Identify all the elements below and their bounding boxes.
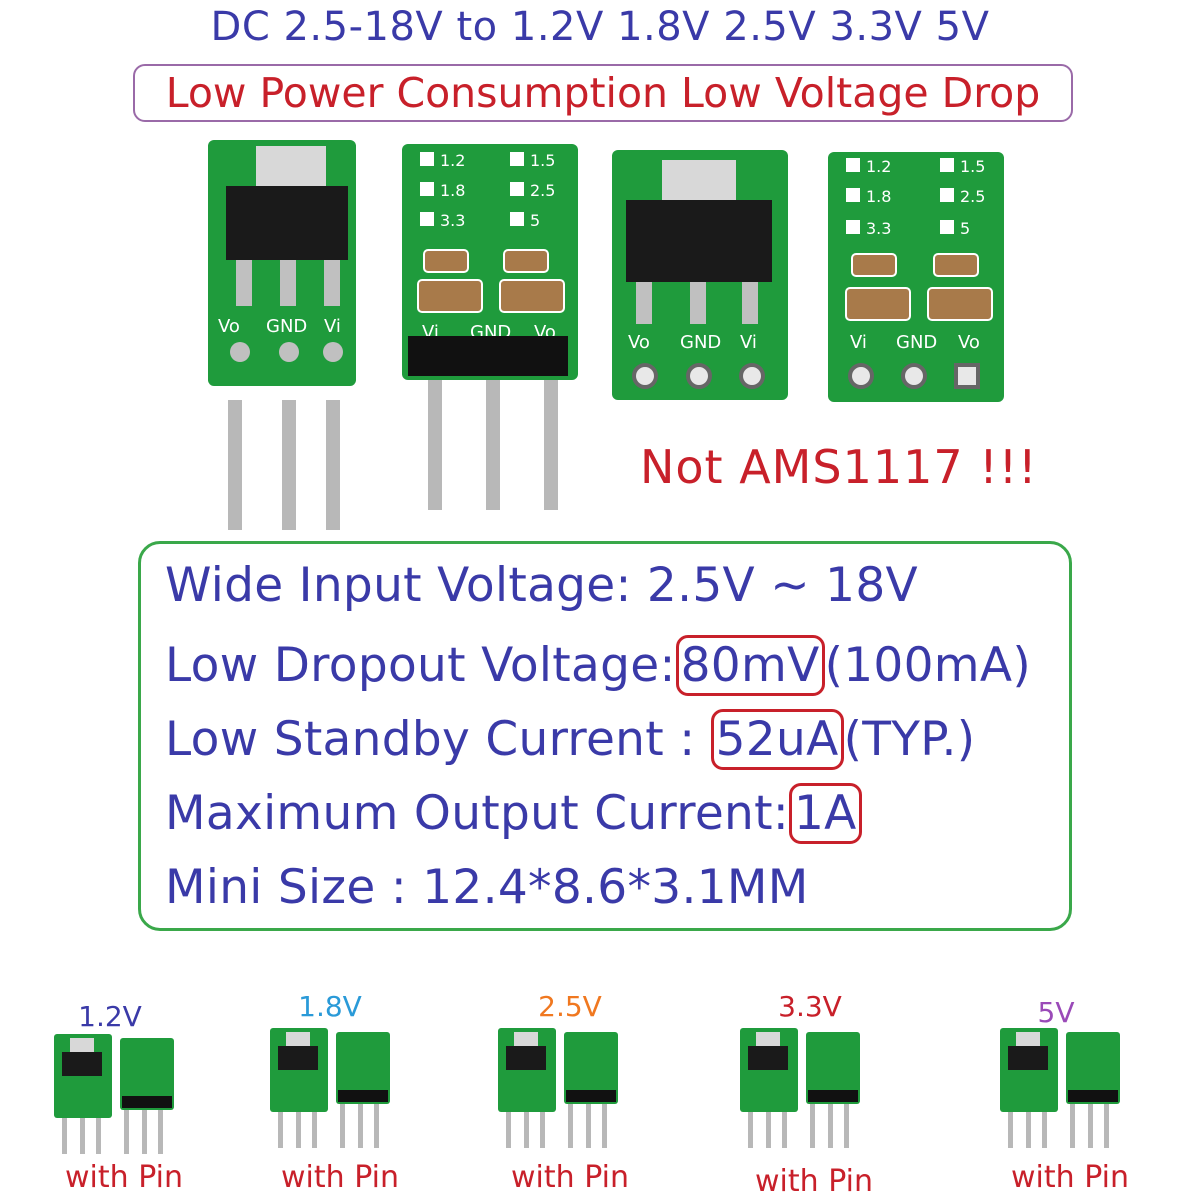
- highlight-52ua: 52uA: [710, 709, 844, 770]
- board-back-with-pins: 1.2 1.5 1.8 2.5 3.3 5 Vi GND Vo: [402, 144, 578, 510]
- svg-text:GND: GND: [896, 332, 937, 353]
- spec-size: Mini Size : 12.4*8.6*3.1MM: [165, 860, 809, 915]
- svg-text:Vi: Vi: [740, 332, 757, 353]
- subtitle-banner: Low Power Consumption Low Voltage Drop: [133, 64, 1073, 122]
- highlight-1a: 1A: [788, 783, 862, 844]
- svg-text:1.8: 1.8: [866, 187, 891, 206]
- svg-text:5: 5: [960, 219, 970, 238]
- svg-text:Vo: Vo: [958, 332, 980, 353]
- variant-voltage: 1.2V: [78, 1000, 142, 1033]
- variant-voltage: 3.3V: [778, 990, 842, 1023]
- board-back-no-pins: 1.2 1.5 1.8 2.5 3.3 5 Vi GND Vo: [828, 152, 1004, 402]
- board-front-no-pins: Vo GND Vi: [612, 150, 788, 400]
- spec-dropout-voltage: Low Dropout Voltage:80mV(100mA): [165, 635, 1031, 696]
- svg-text:1.8: 1.8: [440, 181, 465, 200]
- svg-text:2.5: 2.5: [530, 181, 555, 200]
- svg-text:3.3: 3.3: [866, 219, 891, 238]
- variant-caption: with Pin: [281, 1160, 399, 1195]
- variant-voltage: 1.8V: [298, 990, 362, 1023]
- spec-box: Wide Input Voltage: 2.5V ~ 18V Low Dropo…: [138, 541, 1072, 931]
- spec-standby-current: Low Standby Current : 52uA(TYP.): [165, 709, 975, 770]
- svg-text:1.2: 1.2: [866, 157, 891, 176]
- highlight-80mv: 80mV: [675, 635, 825, 696]
- board-front-with-pins: Vo GND Vi: [208, 140, 356, 530]
- page-title: DC 2.5-18V to 1.2V 1.8V 2.5V 3.3V 5V: [210, 4, 990, 50]
- variant-caption: with Pin: [1011, 1160, 1129, 1195]
- svg-text:Vo: Vo: [628, 332, 650, 353]
- pin-label: Vi: [324, 316, 341, 337]
- svg-text:1.2: 1.2: [440, 151, 465, 170]
- variant-caption: with Pin: [65, 1160, 183, 1195]
- svg-text:5: 5: [530, 211, 540, 230]
- svg-text:1.5: 1.5: [960, 157, 985, 176]
- variant-caption: with Pin: [511, 1160, 629, 1195]
- svg-text:1.5: 1.5: [530, 151, 555, 170]
- svg-text:Vi: Vi: [850, 332, 867, 353]
- spec-output-current: Maximum Output Current:1A: [165, 783, 862, 844]
- pin-label: Vo: [218, 316, 240, 337]
- variant-caption: with Pin: [755, 1164, 873, 1199]
- variant-voltage: 2.5V: [538, 990, 602, 1023]
- pin-label: GND: [266, 316, 307, 337]
- spec-input-voltage: Wide Input Voltage: 2.5V ~ 18V: [165, 558, 919, 613]
- variant-voltage: 5V: [1037, 996, 1075, 1029]
- svg-text:GND: GND: [680, 332, 721, 353]
- svg-text:2.5: 2.5: [960, 187, 985, 206]
- product-photos: Vo GND Vi 1.2 1.5 1.8 2.5 3.3 5 Vi GND V…: [208, 140, 1004, 530]
- warning-text: Not AMS1117 !!!: [640, 440, 1038, 494]
- svg-text:3.3: 3.3: [440, 211, 465, 230]
- variant-boards: [54, 1028, 1120, 1154]
